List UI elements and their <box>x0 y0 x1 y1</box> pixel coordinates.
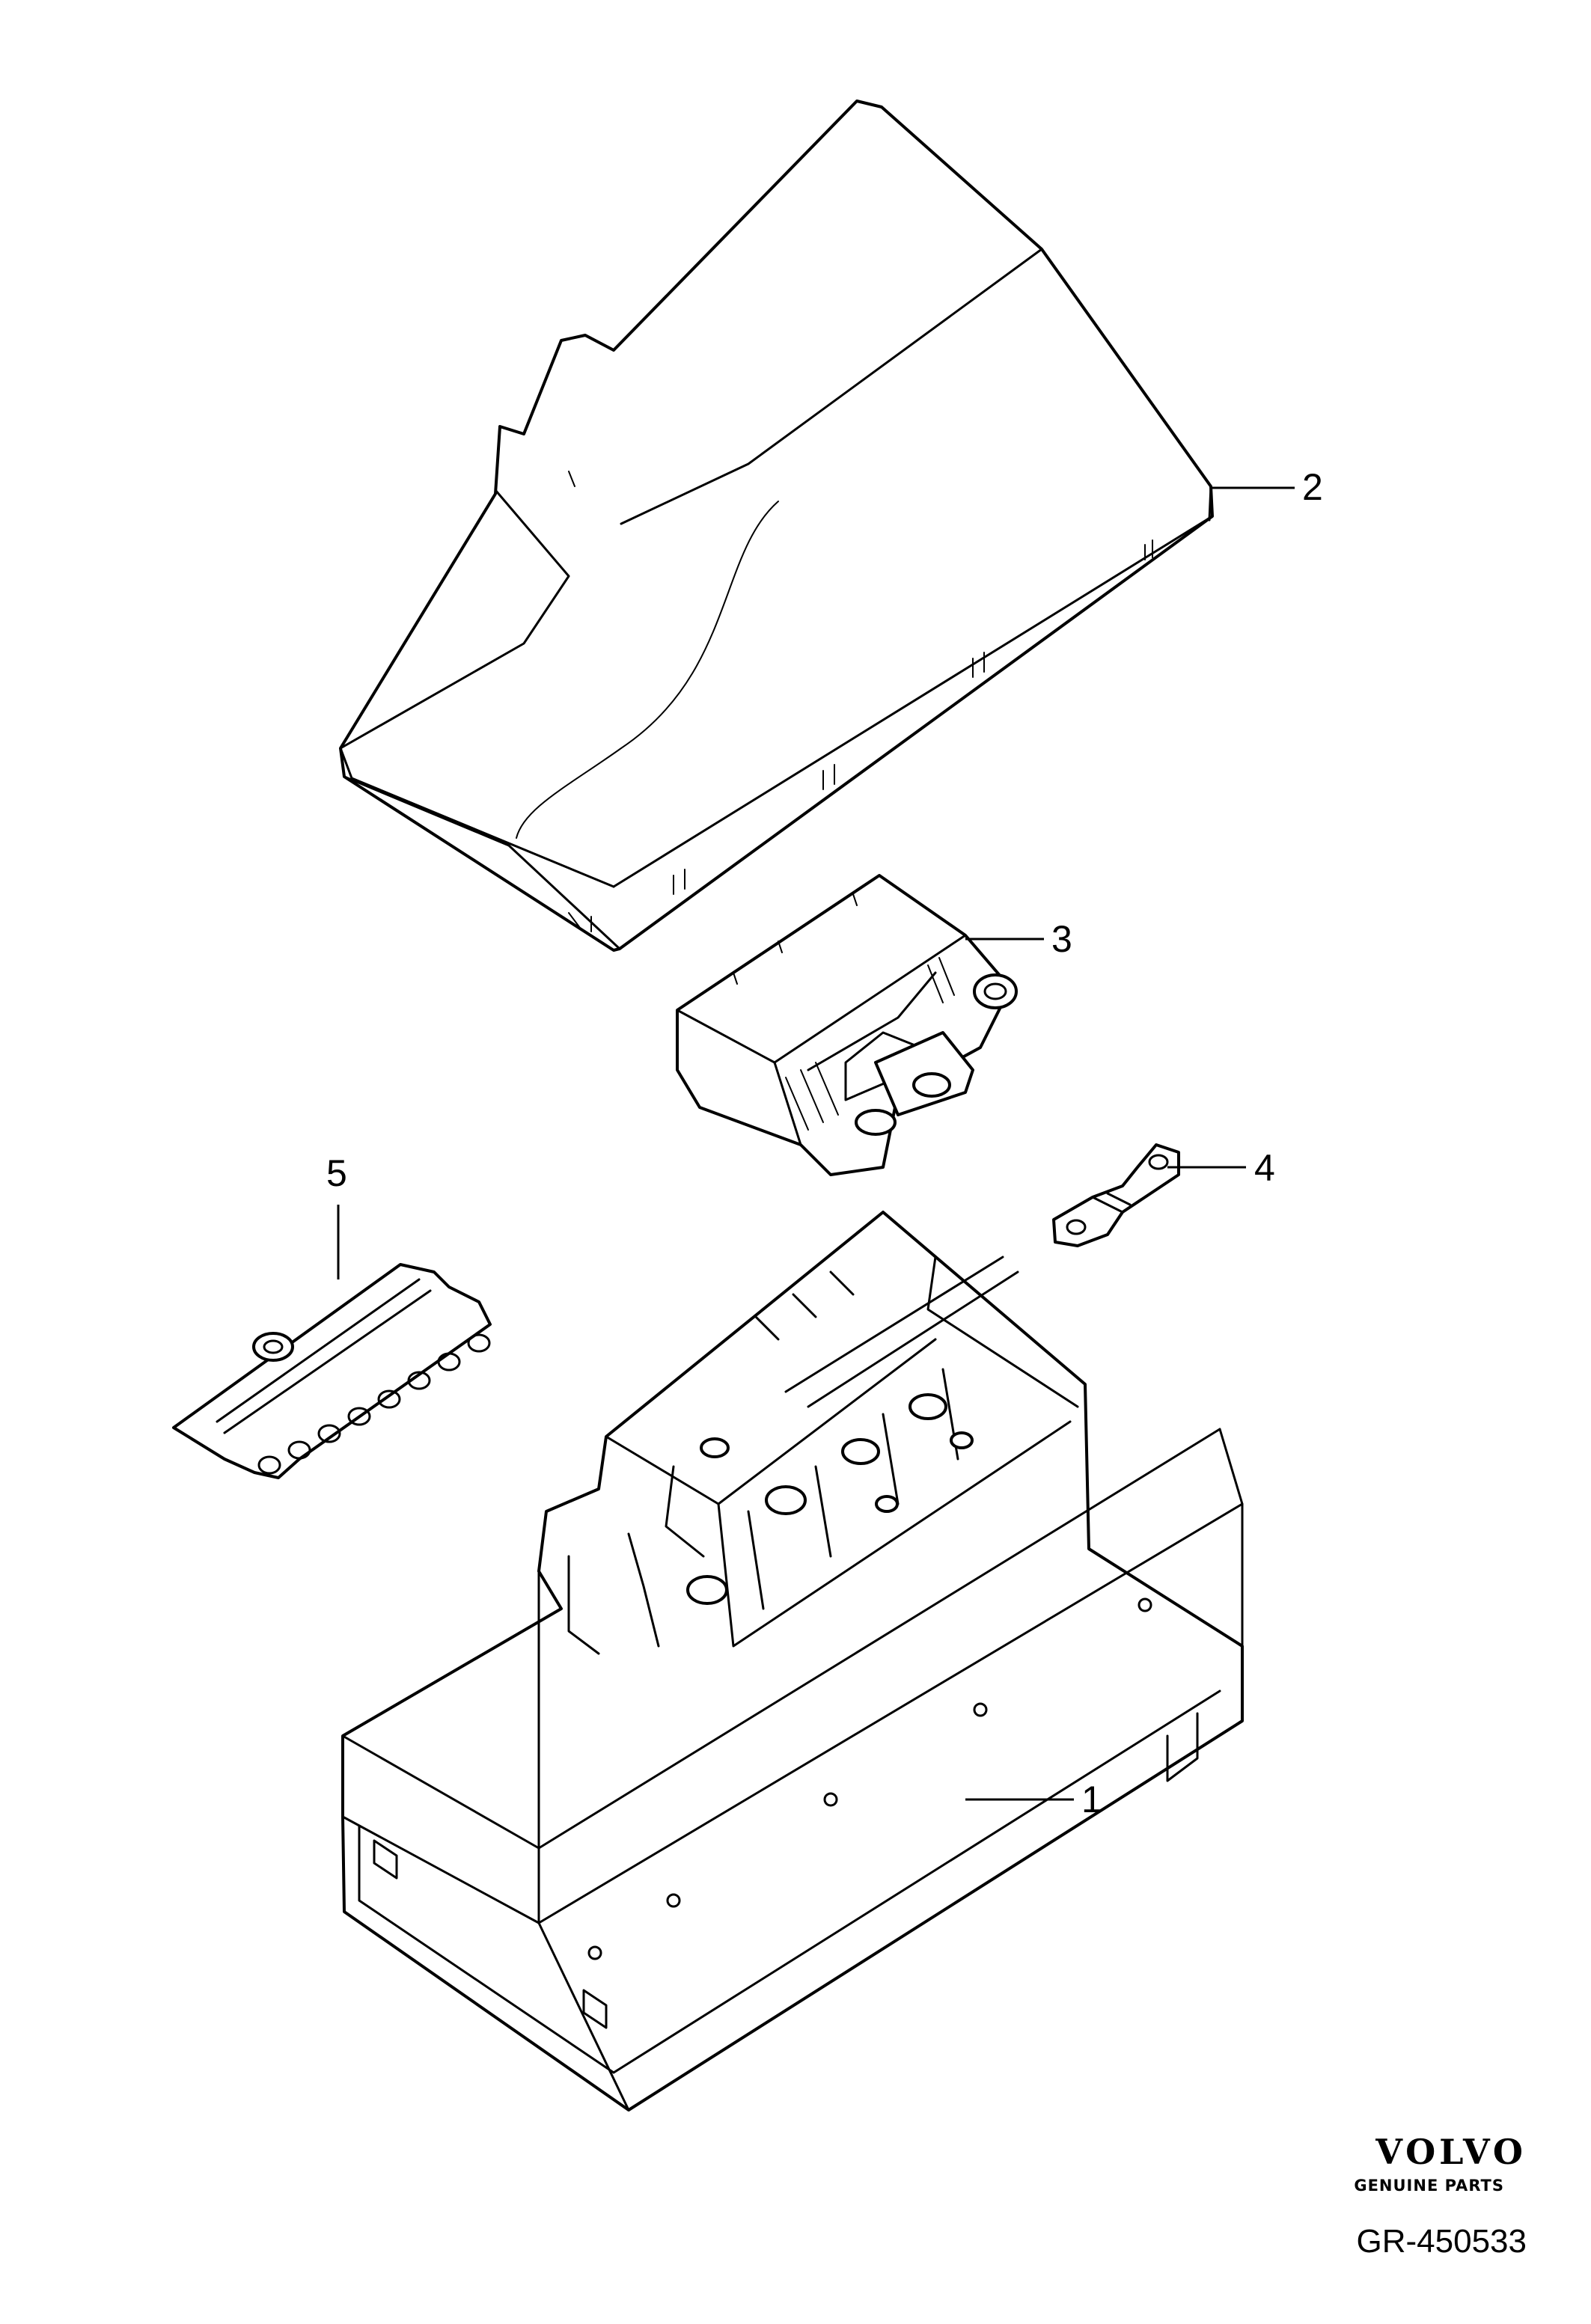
fuse-strip-terminals <box>257 1333 491 1475</box>
callout-3: 3 <box>1051 918 1072 960</box>
callout-1: 1 <box>1081 1779 1102 1820</box>
genuine-parts-label: GENUINE PARTS <box>1354 2177 1504 2195</box>
callout-2: 2 <box>1302 466 1323 508</box>
callout-4: 4 <box>1254 1147 1275 1189</box>
fuse-box-holes <box>587 1597 1152 1960</box>
part-1-fuse-box <box>341 1211 1244 2112</box>
reference-code: GR-450533 <box>1357 2223 1527 2260</box>
fuse-box-studs <box>686 1393 974 1605</box>
callout-5: 5 <box>326 1152 347 1194</box>
callout-labels: 2 3 4 5 1 <box>326 466 1323 1820</box>
volvo-wordmark: VOLVO <box>1375 2132 1527 2172</box>
part-4-fuse <box>1052 1143 1180 1247</box>
part-2-cover <box>339 100 1214 952</box>
part-5-fuse-strip <box>172 1263 492 1479</box>
leader-lines <box>337 486 1295 1801</box>
part-3-relay <box>676 874 1018 1176</box>
brand-logo: VOLVO GENUINE PARTS <box>1354 2132 1527 2195</box>
